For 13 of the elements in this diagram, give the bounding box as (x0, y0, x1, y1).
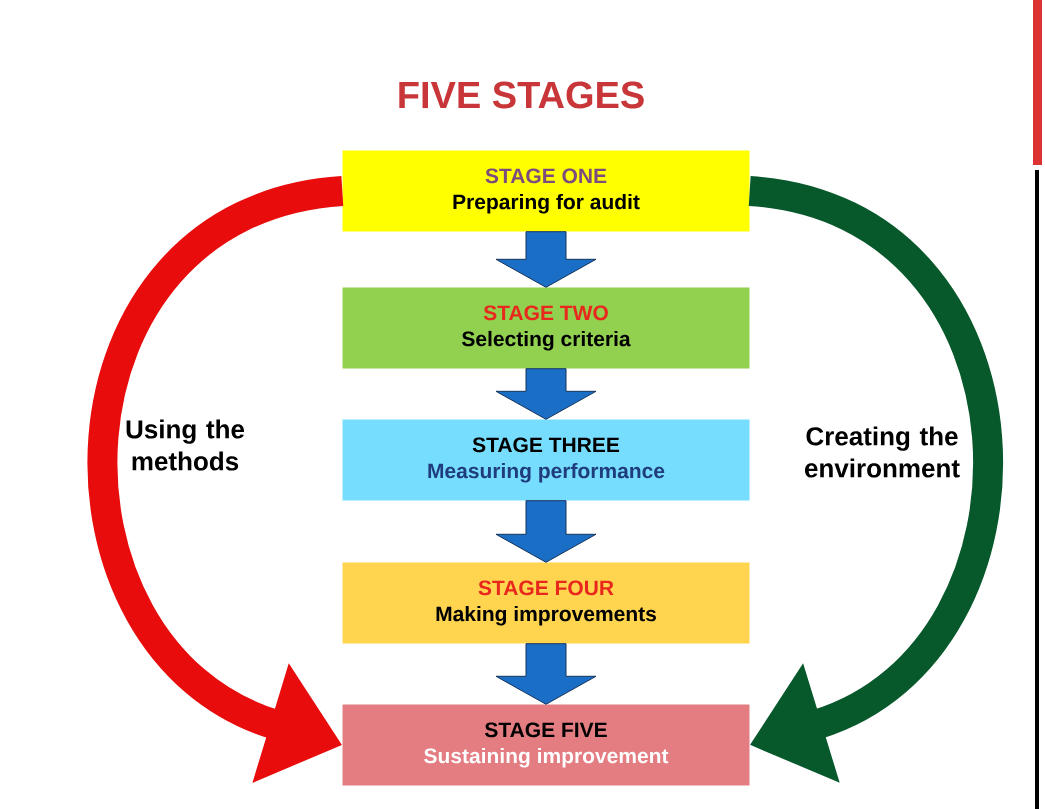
stage-box: STAGE ONE Preparing for audit (342, 150, 750, 232)
title: FIVE STAGES (399, 81, 644, 109)
side-label: Using the methods (126, 419, 245, 471)
block-arrow (495, 368, 597, 420)
block-arrow (495, 643, 597, 705)
block-arrow (495, 500, 597, 563)
stage-box: STAGE THREE Measuring performance (342, 419, 750, 501)
stage-box: STAGE FIVE Sustaining improvement (342, 704, 750, 786)
stage-box: STAGE TWO Selecting criteria (342, 287, 750, 369)
side-label: Creating the environment (805, 426, 960, 478)
curved-arrow (746, 176, 1002, 783)
block-arrow (495, 231, 597, 288)
stage-box: STAGE FOUR Making improvements (342, 562, 750, 644)
